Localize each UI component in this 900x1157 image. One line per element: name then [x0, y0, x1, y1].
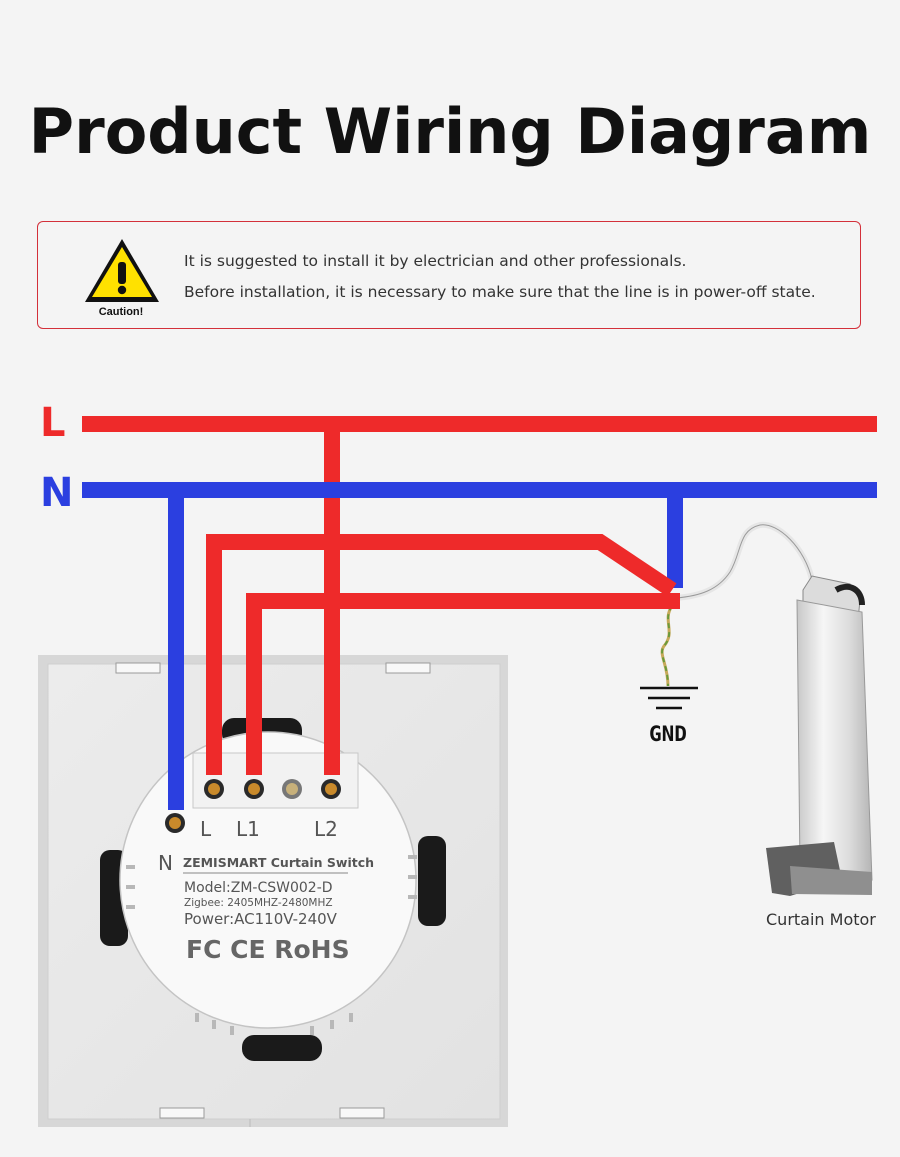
terminal-l-label: L: [200, 817, 212, 841]
page-title: Product Wiring Diagram: [28, 95, 872, 168]
zigbee-label: Zigbee: 2405MHZ-2480MHZ: [184, 897, 333, 909]
caution-line-1: It is suggested to install it by electri…: [184, 252, 687, 270]
warning-icon: [85, 239, 159, 302]
live-label: L: [40, 400, 66, 446]
caution-notice: Caution! It is suggested to install it b…: [37, 221, 861, 329]
certification-marks: FC CE RoHS: [186, 935, 350, 964]
model-label: Model:ZM-CSW002-D: [184, 880, 333, 896]
caution-label: Caution!: [98, 306, 144, 318]
terminal-l2-label: L2: [314, 817, 338, 841]
caution-line-2: Before installation, it is necessary to …: [184, 283, 816, 301]
neutral-wire: [82, 482, 877, 810]
ground-wire: [660, 605, 674, 687]
power-label: Power:AC110V-240V: [184, 910, 338, 928]
brand-label: ZEMISMART Curtain Switch: [183, 855, 374, 870]
terminal-l1-label: L1: [236, 817, 260, 841]
switch-module: L L1 L2 N ZEMISMART Curtain Switch Model…: [119, 731, 417, 1035]
ground-symbol-icon: [640, 686, 698, 710]
gnd-label: GND: [649, 722, 687, 746]
motor-control-wires: [206, 534, 680, 775]
neutral-label: N: [40, 470, 73, 516]
curtain-motor: [673, 521, 873, 896]
terminal-n-label: N: [158, 851, 173, 875]
curtain-motor-caption: Curtain Motor: [766, 910, 876, 929]
